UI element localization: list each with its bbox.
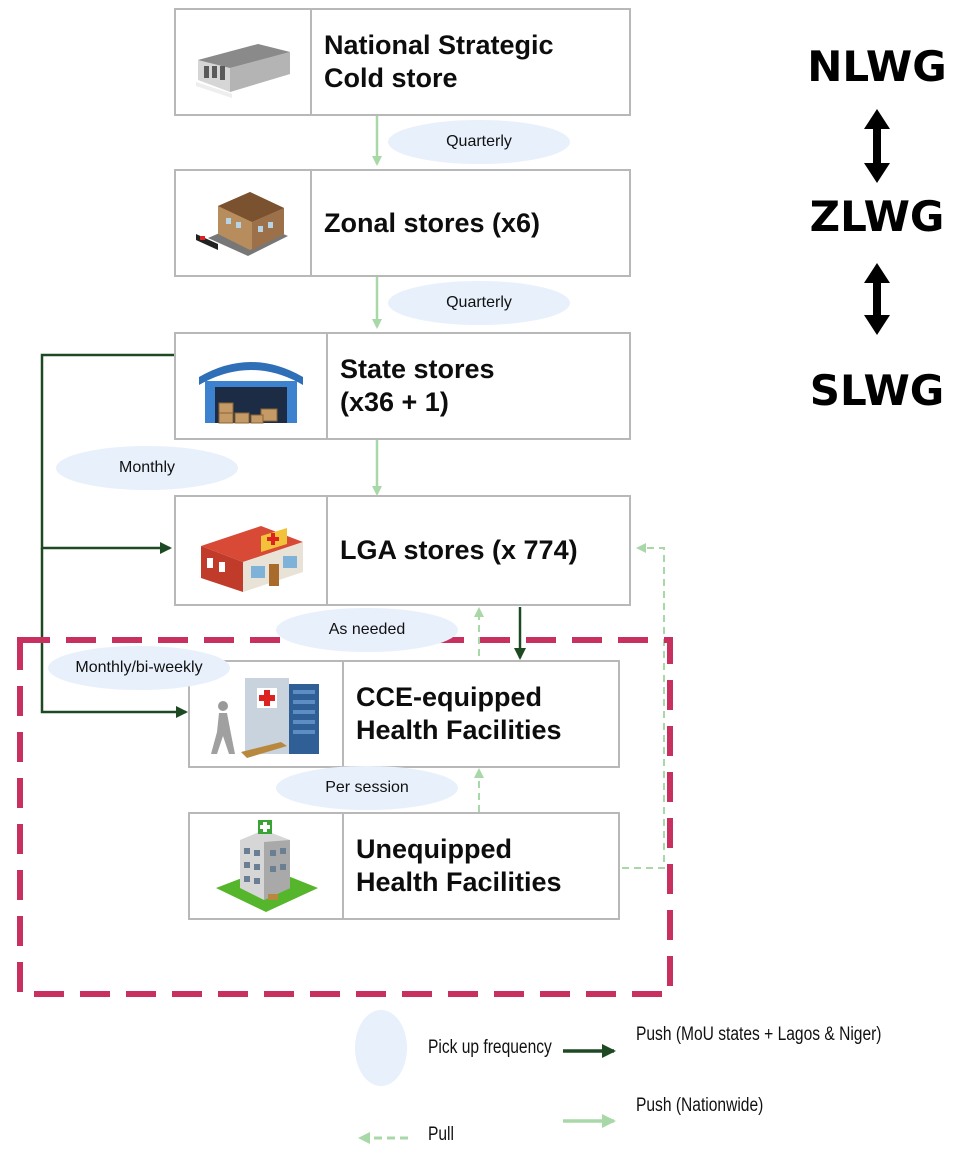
legend-pull-label: Pull [428, 1124, 454, 1145]
depot-building-icon [176, 171, 312, 275]
frequency-monthly-biweekly: Monthly/bi-weekly [48, 646, 230, 690]
storehouse-icon [176, 334, 328, 438]
node-label: LGA stores (x 774) [340, 535, 578, 565]
warehouse-icon [176, 10, 312, 114]
push-state-hf-mou-line [40, 548, 188, 718]
node-label: State stores (x36 + 1) [340, 354, 495, 417]
node-label: Zonal stores (x6) [324, 207, 541, 238]
national-cold-store-node: National Strategic Cold store [174, 8, 631, 116]
lga-stores-node: LGA stores (x 774) [174, 495, 631, 606]
working-group-zlwg: ZLWG [809, 192, 945, 241]
clinic-icon [190, 814, 344, 918]
frequency-monthly: Monthly [56, 446, 238, 490]
unequipped-health-facilities-node: Unequipped Health Facilities [188, 812, 620, 920]
pull-unequipped-lga-line [622, 543, 665, 869]
frequency-as-needed: As needed [276, 608, 458, 652]
node-label: CCE-equipped Health Facilities [356, 682, 562, 745]
working-group-slwg: SLWG [809, 366, 945, 415]
zonal-stores-node: Zonal stores (x6) [174, 169, 631, 277]
hospital-icon [190, 662, 344, 766]
legend-push-nationwide-label: Push (Nationwide) [636, 1095, 764, 1116]
store-icon [176, 497, 328, 604]
frequency-quarterly-1: Quarterly [388, 120, 570, 164]
node-label: Unequipped Health Facilities [356, 834, 562, 897]
state-stores-node: State stores (x36 + 1) [174, 332, 631, 440]
frequency-per-session: Per session [276, 766, 458, 810]
legend-pickup-ellipse [355, 1010, 407, 1086]
nlwg-zlwg-double-arrow [864, 109, 890, 183]
cce-health-facilities-node: CCE-equipped Health Facilities [188, 660, 620, 768]
zlwg-slwg-double-arrow [864, 263, 890, 335]
push-state-lga-mou-line [40, 353, 180, 554]
node-label: National Strategic Cold store [324, 30, 554, 93]
working-group-nlwg: NLWG [807, 42, 947, 91]
legend-push-mou-label: Push (MoU states + Lagos & Niger) [636, 1024, 882, 1045]
legend-pickup-label: Pick up frequency [428, 1037, 552, 1058]
frequency-quarterly-2: Quarterly [388, 281, 570, 325]
